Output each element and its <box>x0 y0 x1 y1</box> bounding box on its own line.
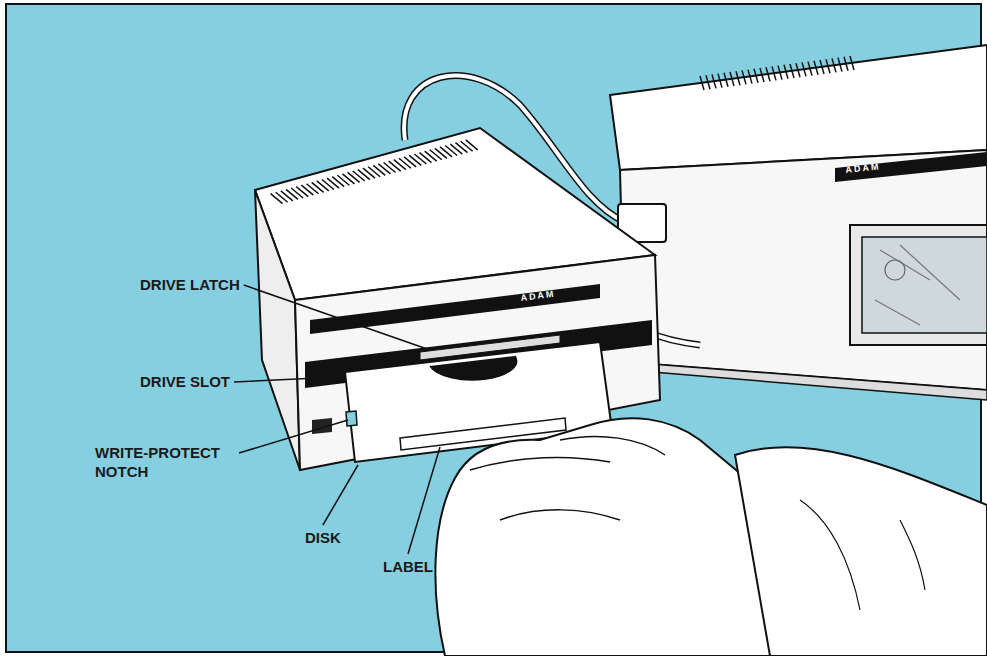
vent-slot <box>307 184 319 194</box>
vent-slot <box>455 143 467 153</box>
vent-slot <box>409 155 421 165</box>
vent-slot <box>736 71 740 85</box>
vent-slot <box>808 62 812 76</box>
vent-slot <box>802 62 806 76</box>
vent-slot <box>394 160 406 170</box>
vent-slot <box>754 69 758 83</box>
vent-slot <box>368 167 380 177</box>
part-label: LABEL <box>383 557 433 576</box>
leader-line <box>239 420 348 453</box>
vent-slot <box>724 73 728 87</box>
vent-slot <box>712 74 716 88</box>
vent-slot <box>414 154 426 164</box>
vent-slot <box>276 192 288 202</box>
vent-slot <box>466 140 478 150</box>
vent-slot <box>435 148 447 158</box>
vent-slot <box>838 58 842 72</box>
vent-slot <box>312 182 324 192</box>
vent-slot <box>373 165 385 175</box>
vent-slot <box>784 65 788 79</box>
vent-slot <box>337 175 349 185</box>
vent-slot <box>327 178 339 188</box>
vent-slot <box>378 164 390 174</box>
vent-slot <box>700 76 704 90</box>
leader-line <box>323 465 358 525</box>
vent-slot <box>291 188 303 198</box>
part-label: DRIVE SLOT <box>140 372 230 391</box>
vent-slot <box>296 187 308 197</box>
vent-slot <box>461 141 473 151</box>
vent-slot <box>363 168 375 178</box>
vent-slot <box>317 181 329 191</box>
part-label: DISK <box>305 528 341 547</box>
part-label: DRIVE LATCH <box>140 275 240 294</box>
vent-slot <box>730 72 734 86</box>
vent-slot <box>718 74 722 88</box>
vent-slot <box>826 59 830 73</box>
vent-slot <box>706 75 710 89</box>
vent-slot <box>790 64 794 78</box>
leader-line <box>408 447 440 554</box>
vent-slot <box>342 174 354 184</box>
vent-slot <box>389 161 401 171</box>
vent-slot <box>271 194 283 204</box>
vent-slot <box>772 66 776 80</box>
vent-slot <box>778 66 782 80</box>
leader-line <box>234 378 318 382</box>
vent-slot <box>301 185 313 195</box>
vent-slot <box>814 61 818 75</box>
vent-slot <box>820 60 824 74</box>
vent-slot <box>404 157 416 167</box>
vent-slot <box>425 151 437 161</box>
vent-slot <box>353 171 365 181</box>
part-label: WRITE-PROTECT NOTCH <box>95 443 235 481</box>
leader-line <box>244 285 430 350</box>
vent-slot <box>445 145 457 155</box>
vent-slot <box>766 67 770 81</box>
vent-slot <box>281 191 293 201</box>
vent-slot <box>450 144 462 154</box>
vent-slot <box>332 177 344 187</box>
vent-slot <box>760 68 764 82</box>
vent-slot <box>322 179 334 189</box>
vent-slot <box>348 172 360 182</box>
vent-slot <box>796 63 800 77</box>
vent-slot <box>832 58 836 72</box>
vent-slot <box>440 147 452 157</box>
vent-slot <box>742 70 746 84</box>
vent-slot <box>358 170 370 180</box>
vent-slot <box>430 150 442 160</box>
vent-slot <box>844 57 848 71</box>
vent-slot <box>286 189 298 199</box>
vent-slot <box>399 158 411 168</box>
vent-slot <box>384 162 396 172</box>
vent-slot <box>850 56 854 70</box>
vent-slot <box>748 70 752 84</box>
vent-slot <box>420 153 432 163</box>
